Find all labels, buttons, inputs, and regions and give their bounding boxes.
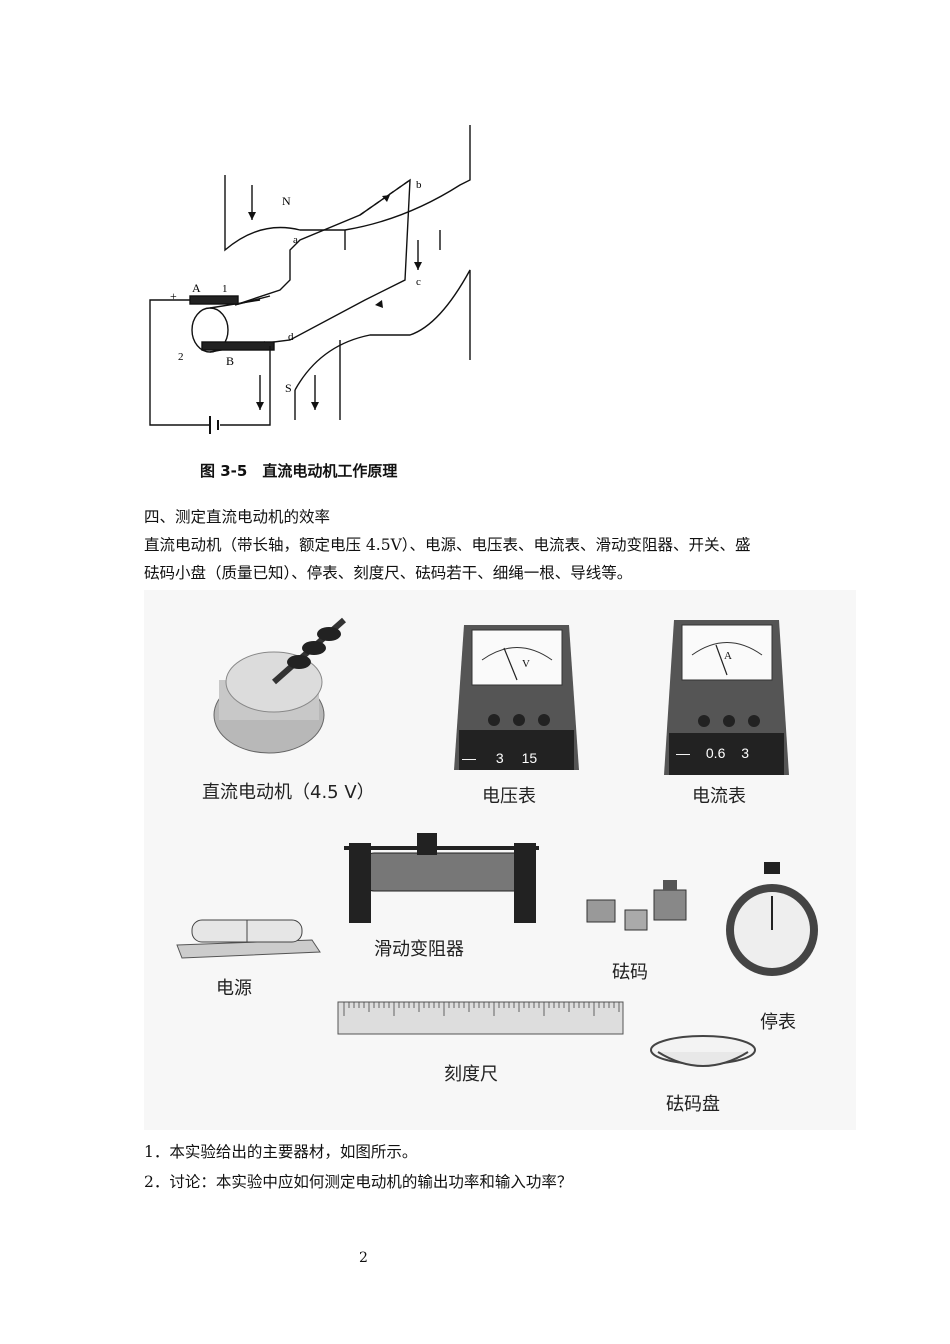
section-line-2: 砝码小盘（质量已知）、停表、刻度尺、砝码若干、细绳一根、导线等。 xyxy=(144,564,633,582)
voltmeter-terminal-15: 15 xyxy=(521,750,538,766)
ammeter-terminal-3: 3 xyxy=(741,745,750,761)
diagram-label-n: N xyxy=(282,194,291,208)
stopwatch-image xyxy=(726,862,818,976)
diagram-label-brush-b: B xyxy=(226,354,234,368)
rheostat-image xyxy=(344,833,539,923)
voltmeter-label: 电压表 xyxy=(482,786,536,807)
question-2: 2．讨论：本实验中应如何测定电动机的输出功率和输入功率？ xyxy=(144,1173,573,1191)
diagram-label-a: a xyxy=(293,234,298,246)
diagram-label-1: 1 xyxy=(222,283,228,295)
ammeter-image xyxy=(664,620,789,775)
section-line-1: 直流电动机（带长轴，额定电压 4.5V）、电源、电压表、电流表、滑动变阻器、开关… xyxy=(144,536,751,554)
diagram-label-s: S xyxy=(285,381,292,395)
voltmeter-terminal-3: 3 xyxy=(495,750,504,766)
diagram-label-brush-a: A xyxy=(192,281,201,295)
diagram-label-plus: + xyxy=(170,289,177,303)
voltmeter-image xyxy=(454,625,579,770)
voltmeter-unit: V xyxy=(522,658,530,670)
stopwatch-label: 停表 xyxy=(760,1012,796,1033)
ruler-image xyxy=(337,1001,624,1035)
power-supply-label: 电源 xyxy=(216,978,252,999)
ruler-ticks xyxy=(343,1002,620,1016)
ruler-label: 刻度尺 xyxy=(444,1064,498,1085)
equipment-panel: 直流电动机（4.5 V） V — 3 15 电压表 A — 0.6 3 电流表 xyxy=(144,590,856,1130)
voltmeter-terminal-neg: — xyxy=(462,750,476,766)
voltmeter-terminal-labels: — 3 15 xyxy=(462,750,537,766)
weights-label: 砝码 xyxy=(612,962,648,983)
pan-image xyxy=(650,1035,756,1067)
pan-label: 砝码盘 xyxy=(666,1094,720,1115)
question-1: 1．本实验给出的主要器材，如图所示。 xyxy=(144,1143,418,1161)
section-heading: 四、测定直流电动机的效率 xyxy=(144,508,331,526)
ammeter-label: 电流表 xyxy=(692,786,746,807)
ammeter-terminal-neg: — xyxy=(676,745,690,761)
motor-label: 直流电动机（4.5 V） xyxy=(202,782,375,803)
figure-caption: 图 3-5 直流电动机工作原理 xyxy=(200,462,398,480)
ammeter-unit: A xyxy=(724,650,732,662)
power-supply-image xyxy=(176,919,321,959)
weights-image xyxy=(586,880,687,931)
ammeter-terminal-labels: — 0.6 3 xyxy=(676,745,749,761)
rheostat-label: 滑动变阻器 xyxy=(374,939,464,960)
diagram-label-b: b xyxy=(416,179,422,191)
ammeter-terminal-06: 0.6 xyxy=(705,745,726,761)
diagram-label-c: c xyxy=(416,276,421,288)
diagram-label-d: d xyxy=(288,331,294,343)
page-number: 2 xyxy=(359,1250,368,1266)
diagram-label-2: 2 xyxy=(178,351,184,363)
dc-motor-image xyxy=(213,617,346,754)
dc-motor-principle-diagram: N S a b c d A B 1 2 + xyxy=(149,125,471,434)
